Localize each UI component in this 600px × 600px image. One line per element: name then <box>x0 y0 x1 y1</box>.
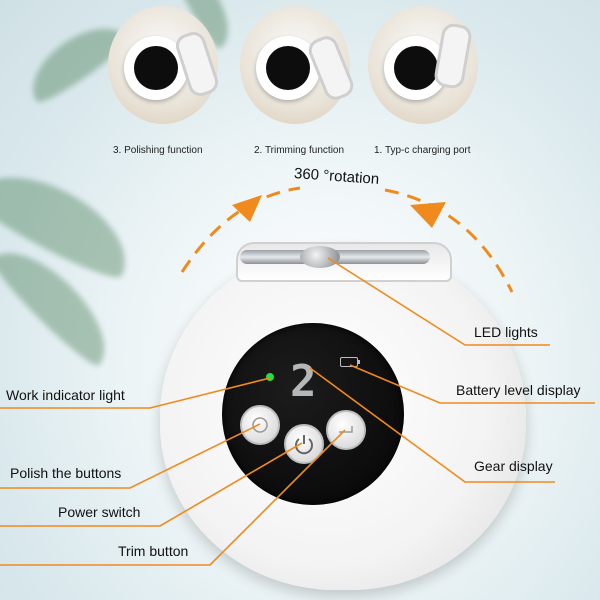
callout-polish-buttons: Polish the buttons <box>10 465 122 481</box>
device-face <box>384 36 448 100</box>
mini-screen <box>134 46 178 90</box>
polish-icon <box>252 417 268 433</box>
rotation-arrowhead-right <box>410 202 446 228</box>
thumbnail-caption: 1. Typ-c charging port <box>374 145 471 156</box>
callout-line-led <box>327 257 550 346</box>
thumbnail-caption: 2. Trimming function <box>254 145 345 156</box>
thumbnail-caption: 3. Polishing function <box>113 145 203 156</box>
gear-digit: 2 <box>290 356 319 407</box>
power-button[interactable] <box>284 424 324 464</box>
callout-led-lights: LED lights <box>474 324 538 340</box>
thumbnail-trimming <box>240 6 357 124</box>
callout-line-polish <box>0 423 261 489</box>
callout-line-indicator <box>0 377 271 409</box>
callout-power-switch: Power switch <box>58 504 141 520</box>
thumbnail-polishing <box>108 6 222 124</box>
mini-screen <box>266 46 310 90</box>
device-face <box>256 36 320 100</box>
rotation-arrowhead-left <box>232 195 262 222</box>
rotation-arc-left <box>180 186 301 273</box>
callout-line-trim <box>0 429 346 566</box>
callout-battery-level: Battery level display <box>456 382 581 398</box>
mini-screen <box>394 46 438 90</box>
rotation-arc-right <box>384 188 514 293</box>
power-icon <box>295 435 313 455</box>
callout-trim-button: Trim button <box>118 543 189 559</box>
callout-gear-display: Gear display <box>474 458 553 474</box>
trim-button[interactable] <box>326 410 366 450</box>
callout-line-battery <box>349 364 595 404</box>
polish-button[interactable] <box>240 405 280 445</box>
thumbnail-charging <box>368 6 478 124</box>
callout-line-power <box>0 442 303 527</box>
work-indicator-dot <box>266 373 274 381</box>
trimmer-roller <box>300 246 340 268</box>
callout-line-gear <box>309 367 555 483</box>
callout-work-indicator: Work indicator light <box>6 387 125 403</box>
battery-icon <box>340 357 360 367</box>
